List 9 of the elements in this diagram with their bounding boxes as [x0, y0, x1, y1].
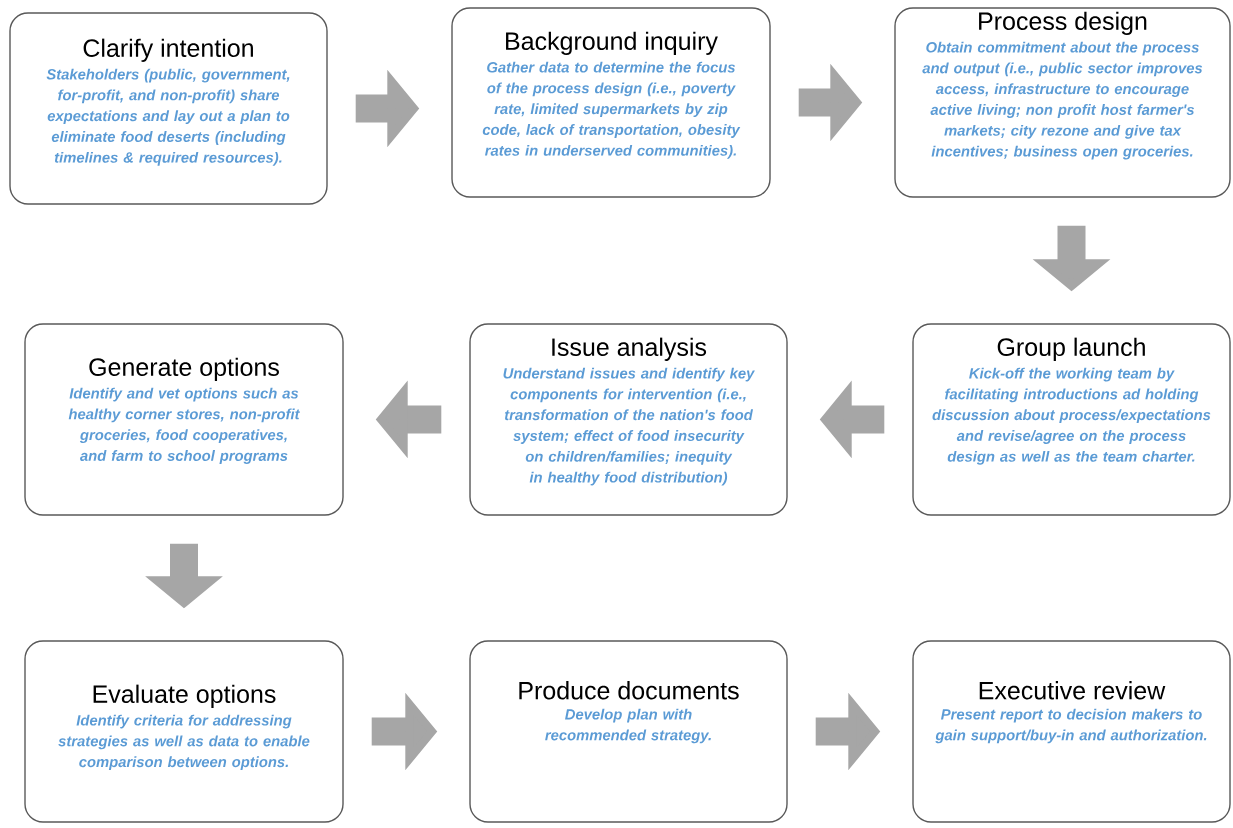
process-box: Group launch Kick-off the working team by facilitating introductions ad holding discussion about process/expectations and revise/agree on the process design as well as the team charter.	[912, 323, 1231, 516]
process-box: Background inquiry Gather data to determine the focus of the process design (i.e., poverty rate, limited supermarkets by zip code, lack of transportation, obesity rates in underserved communities).	[451, 7, 771, 198]
process-box: Clarify intention Stakeholders (public, government, for-profit, and non-profit) share expectations and lay out a plan to eliminate food deserts (including timelines & required resources).	[9, 12, 328, 205]
process-box: Evaluate options Identify criteria for addressing strategies as well as data to enable comparison between options.	[24, 640, 344, 823]
process-box: Produce documents Develop plan with recommended strategy.	[469, 640, 788, 823]
process-box: Executive review Present report to decision makers to gain support/buy-in and authorization.	[912, 640, 1231, 823]
process-box: Generate options Identify and vet options such as healthy corner stores, non-profit groceries, food cooperatives, and farm to school programs	[24, 323, 344, 516]
process-box: Issue analysis Understand issues and identify key components for intervention (i.e., transformation of the nation's food system; effect of food insecurity on children/families; inequity in healthy food distribution)	[469, 323, 788, 516]
process-box: Process design Obtain commitment about the process and output (i.e., public sector improves access, infrastructure to encourage active living; non profit host farmer's markets; city rezone and give tax incentives; business open groceries.	[894, 7, 1231, 198]
